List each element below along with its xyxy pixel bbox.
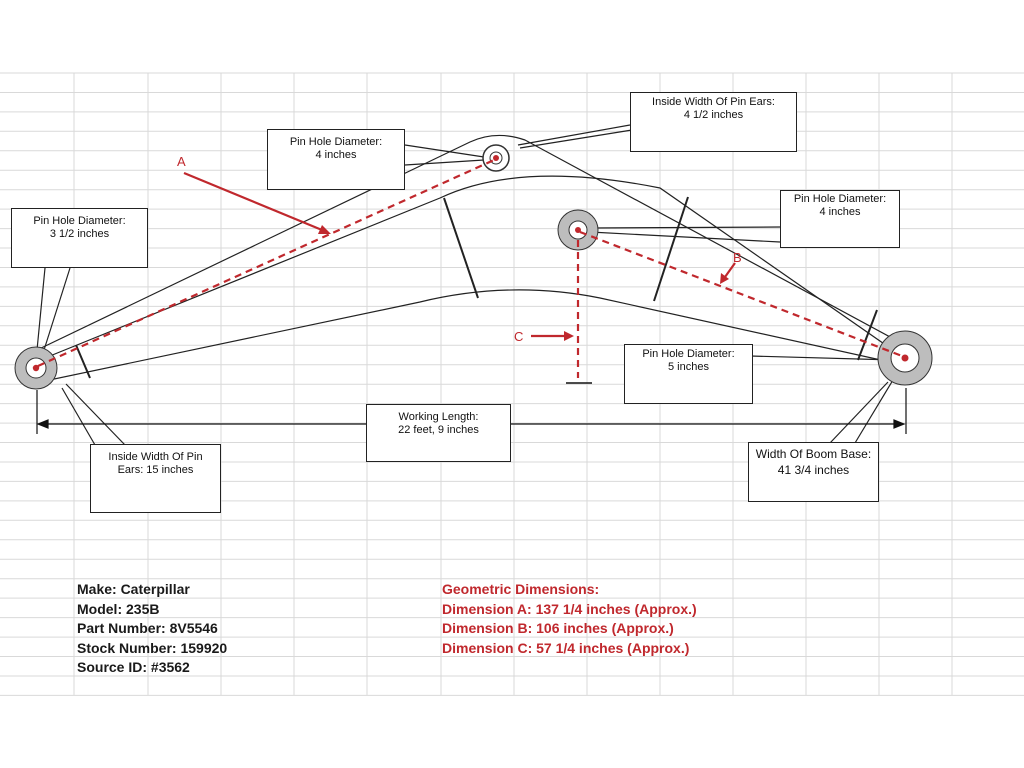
boom-outline [36, 124, 906, 446]
working-length-arrow-right [893, 419, 906, 429]
callout-pin-mid: Pin Hole Diameter: 4 inches [780, 190, 900, 248]
dimension-b-pointer [724, 262, 736, 278]
callout-working-length-title: Working Length: [398, 411, 479, 423]
callout-ears-top-title: Inside Width Of Pin Ears: [652, 96, 775, 108]
pin-hole-right [877, 330, 933, 386]
pin-hole-mid [557, 209, 599, 251]
callout-working-length-value: 22 feet, 9 inches [398, 424, 479, 436]
boom-inner-upper-edge [39, 175, 901, 361]
dimension-a-text: Dimension A: 137 1/4 inches (Approx.) [442, 600, 697, 617]
dimension-a-arrowhead [318, 225, 331, 234]
web-brace-2 [443, 197, 479, 299]
callout-pin-mid-value: 4 inches [819, 206, 861, 218]
dimension-a-pointer [183, 171, 323, 232]
leader-pin-left [36, 267, 46, 351]
leader-boom-base [854, 379, 894, 444]
callout-pin-top: Pin Hole Diameter: 4 inches [267, 129, 405, 190]
callout-pin-left: Pin Hole Diameter: 3 1/2 inches [11, 208, 148, 268]
callout-working-length: Working Length: 22 feet, 9 inches [366, 404, 511, 462]
callout-pin-top-title: Pin Hole Diameter: [289, 136, 383, 148]
callout-pin-left-value: 3 1/2 inches [49, 228, 110, 240]
callout-boom-base-value: 41 3/4 inches [777, 463, 850, 477]
callout-ears-top: Inside Width Of Pin Ears: 4 1/2 inches [630, 92, 797, 152]
web-brace-3 [653, 196, 689, 302]
dimension-b-arrowhead [720, 273, 729, 284]
boom-lower-edge [39, 289, 891, 383]
leader-pin-right [749, 355, 896, 361]
web-brace-4 [857, 309, 878, 361]
leader-pin-mid [589, 226, 781, 229]
callout-pin-mid-title: Pin Hole Diameter: [793, 193, 887, 205]
dimension-c-arrowhead [564, 331, 574, 341]
spec-part-number: Part Number: 8V5546 [77, 620, 218, 636]
callout-pin-top-value: 4 inches [315, 149, 357, 161]
dimensions-title: Geometric Dimensions: [442, 581, 600, 597]
callout-boom-base-title: Width Of Boom Base: [755, 447, 872, 461]
leader-pin-top [404, 144, 485, 158]
dimension-c-label: C [514, 329, 523, 344]
part-specs: Make: Caterpillar Model: 235B Part Numbe… [77, 580, 227, 678]
dimension-b-label: B [733, 250, 742, 265]
callout-ears-left-value: Ears: 15 inches [117, 464, 194, 476]
spec-source-id: Source ID: #3562 [77, 659, 190, 675]
leader-pin-mid-2 [589, 231, 781, 243]
leader-pin-left-2 [43, 267, 71, 351]
leader-pin-top-2 [404, 159, 485, 166]
callout-ears-top-value: 4 1/2 inches [683, 109, 744, 121]
callout-pin-left-title: Pin Hole Diameter: [33, 215, 126, 227]
dimension-b-text: Dimension B: 106 inches (Approx.) [442, 620, 674, 636]
pin-hole-top [482, 144, 510, 172]
geometric-dimensions: Geometric Dimensions: Dimension A: 137 1… [442, 580, 697, 658]
dimension-c-text: Dimension C: 57 1/4 inches (Approx.) [442, 639, 690, 656]
spec-stock-number: Stock Number: 159920 [77, 639, 228, 656]
dimension-lines [37, 158, 903, 378]
web-brace-1 [75, 344, 91, 379]
callout-ears-left-title: Inside Width Of Pin [108, 451, 203, 463]
leader-boom-base-2 [829, 381, 889, 444]
callout-pin-right: Pin Hole Diameter: 5 inches [624, 344, 753, 404]
callout-pin-right-value: 5 inches [668, 361, 709, 373]
spec-make: Make: Caterpillar [77, 581, 190, 597]
callout-ears-left: Inside Width Of Pin Ears: 15 inches [90, 444, 221, 513]
leader-ears-left [65, 383, 126, 446]
working-length-arrow-left [36, 419, 49, 429]
leader-ears-left-2 [61, 387, 96, 446]
dimension-a-label: A [177, 154, 186, 169]
boom-top-edge [36, 134, 906, 351]
callout-pin-right-title: Pin Hole Diameter: [642, 348, 735, 360]
spec-model: Model: 235B [77, 600, 160, 617]
leader-ears-top-2 [519, 129, 633, 149]
callout-boom-base: Width Of Boom Base: 41 3/4 inches [748, 442, 879, 502]
pin-hole-left [14, 346, 58, 390]
dimension-b-line [579, 230, 903, 358]
leader-ears-top [517, 124, 631, 146]
